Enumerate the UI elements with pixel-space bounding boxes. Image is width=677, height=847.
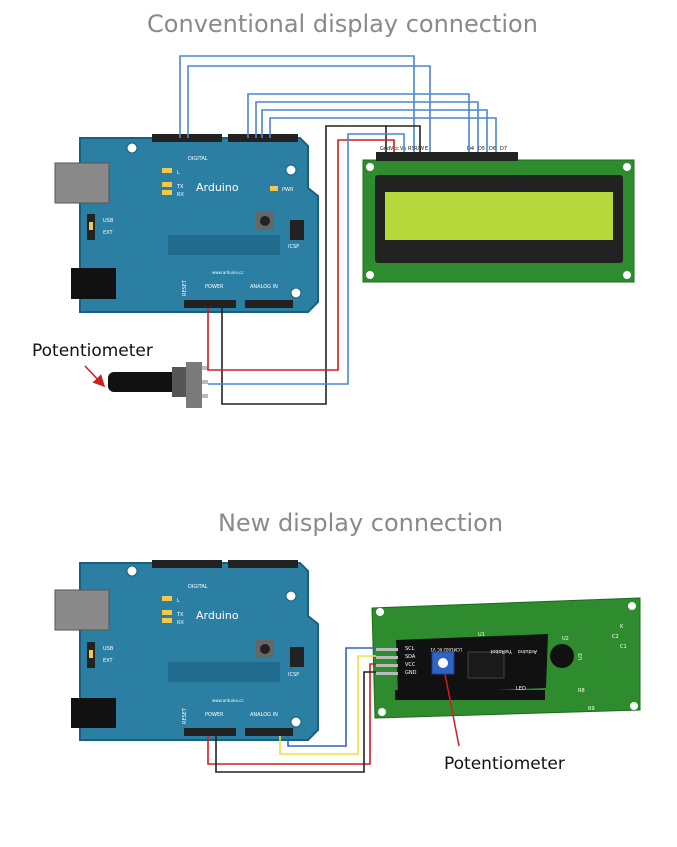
l-label-bottom: L bbox=[177, 598, 180, 604]
lcd-module-top: Gnd Vcc Vo RS R/W E D4 D5 D6 D7 bbox=[362, 146, 635, 283]
i2c-brand: Arduino bbox=[518, 648, 537, 654]
lcd-pin-d7: D7 bbox=[500, 146, 507, 152]
title-new: New display connection bbox=[217, 509, 504, 537]
icsp-label-top: ICSP bbox=[288, 244, 299, 250]
i2c-pin-scl: SCL bbox=[405, 646, 415, 652]
lcd-pin-rw: R/W bbox=[414, 146, 424, 152]
lcd-pin-vo: Vo bbox=[400, 146, 406, 152]
rx-label-top: RX bbox=[177, 192, 184, 198]
potentiometer-label-top: Potentiometer bbox=[32, 341, 153, 361]
lcd-pin-d6: D6 bbox=[489, 146, 496, 152]
potentiometer-label-bottom: Potentiometer bbox=[444, 754, 565, 774]
i2c-pin-vcc: VCC bbox=[405, 662, 416, 668]
reset-label-bottom: RESET bbox=[182, 707, 188, 724]
url-bottom: www.arduino.cc bbox=[212, 698, 244, 703]
pointer-line-bottom bbox=[444, 673, 460, 747]
label-k: K bbox=[620, 624, 624, 630]
i2c-pin-gnd: GND bbox=[405, 670, 417, 676]
tx-label-bottom: TX bbox=[176, 612, 184, 618]
arduino-brand-top: Arduino bbox=[196, 181, 239, 194]
i2c-brand-prefix: YwRobot bbox=[490, 648, 513, 654]
label-c1: C1 bbox=[620, 644, 627, 650]
label-u3: U3 bbox=[578, 653, 584, 660]
reset-label-top: RESET bbox=[182, 279, 188, 296]
ext-label-top: EXT bbox=[103, 230, 113, 236]
lcd-pin-e: E bbox=[425, 146, 428, 152]
lcd-module-bottom: SCL SDA VCC GND YwRobot Arduino LCM1602 … bbox=[371, 597, 641, 719]
digital-label-bottom: DIGITAL bbox=[188, 584, 208, 590]
arduino-board-top: Arduino DIGITAL POWER ANALOG IN www.ardu… bbox=[54, 134, 319, 313]
analog-label-bottom: ANALOG IN bbox=[250, 712, 278, 718]
lcd-pin-d5: D5 bbox=[478, 146, 485, 152]
pwr-label-top: PWR bbox=[282, 187, 294, 193]
ext-label-bottom: EXT bbox=[103, 658, 113, 664]
usb-label-bottom: USB bbox=[103, 646, 114, 652]
wires-top bbox=[179, 55, 497, 405]
rx-label-bottom: RX bbox=[177, 620, 184, 626]
url-top: www.arduino.cc bbox=[212, 270, 244, 275]
l-label-top: L bbox=[177, 170, 180, 176]
wires-bottom bbox=[207, 647, 376, 773]
label-u1: U1 bbox=[478, 632, 485, 638]
i2c-pin-sda: SDA bbox=[405, 654, 416, 660]
potentiometer-top bbox=[108, 362, 208, 408]
label-c2: C2 bbox=[612, 634, 619, 640]
title-conventional: Conventional display connection bbox=[147, 10, 538, 38]
tx-label-top: TX bbox=[176, 184, 184, 190]
usb-label-top: USB bbox=[103, 218, 114, 224]
power-label-bottom: POWER bbox=[205, 712, 224, 718]
power-label-top: POWER bbox=[205, 284, 224, 290]
arduino-board-bottom: Arduino DIGITAL POWER ANALOG IN www.ardu… bbox=[54, 560, 319, 741]
i2c-model: LCM1602 IIC V1 bbox=[430, 647, 462, 652]
pointer-arrow-top bbox=[84, 365, 106, 388]
label-u2: U2 bbox=[562, 636, 569, 642]
label-r8: R8 bbox=[578, 688, 585, 694]
analog-label-top: ANALOG IN bbox=[250, 284, 278, 290]
label-r9: R9 bbox=[588, 706, 595, 712]
label-led: LED bbox=[516, 686, 526, 692]
digital-label-top: DIGITAL bbox=[188, 156, 208, 162]
lcd-pin-gnd: Gnd bbox=[380, 146, 390, 152]
arduino-brand-bottom: Arduino bbox=[196, 609, 239, 622]
lcd-pin-rs: RS bbox=[408, 146, 415, 152]
icsp-label-bottom: ICSP bbox=[288, 672, 299, 678]
lcd-pin-d4: D4 bbox=[467, 146, 474, 152]
